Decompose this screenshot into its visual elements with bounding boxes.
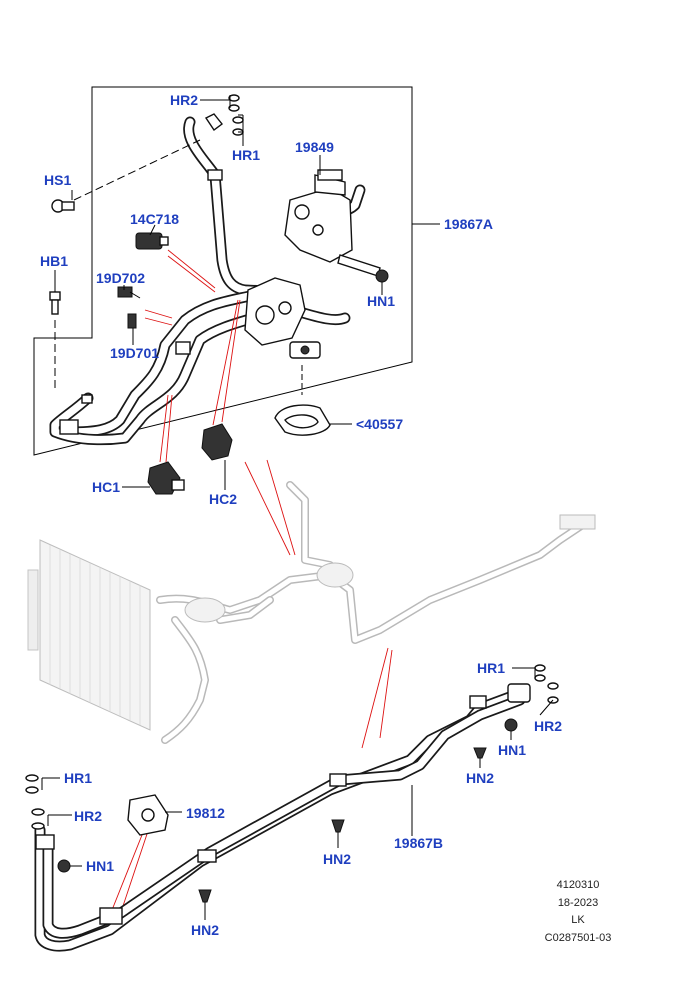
bolt-hs1 — [51, 199, 75, 213]
label-hn1-left[interactable]: HN1 — [86, 858, 114, 874]
label-19849[interactable]: 19849 — [295, 139, 334, 155]
o-rings-top — [204, 94, 244, 136]
drawing-reference-block: 4120310 18-2023 LK C0287501-03 — [518, 877, 638, 947]
clip-hn2-bottom — [198, 889, 212, 903]
leader-lines — [41, 95, 554, 920]
pipe-clip — [99, 907, 123, 925]
label-19d701[interactable]: 19D701 — [110, 345, 159, 361]
label-14c718[interactable]: 14C718 — [130, 211, 179, 227]
label-hr2-left[interactable]: HR2 — [74, 808, 102, 824]
bolt-hb1 — [49, 291, 61, 315]
ghost-condenser — [27, 539, 151, 731]
clip-hn2-mid — [331, 819, 345, 833]
nut-hn1-left — [57, 859, 71, 873]
label-hr1-top[interactable]: HR1 — [232, 147, 260, 163]
pipe-fitting — [59, 419, 79, 435]
ghost-components — [184, 514, 596, 623]
pipe-fitting — [35, 834, 55, 850]
label-hr1-left[interactable]: HR1 — [64, 770, 92, 786]
label-hn1-right[interactable]: HN1 — [498, 742, 526, 758]
drawing-id: C0287501-03 — [544, 931, 612, 944]
pipe-clip — [175, 341, 191, 355]
drawing-date-code: 18-2023 — [557, 896, 599, 909]
bracket-19812 — [127, 794, 169, 836]
ghost-pipes — [156, 481, 594, 744]
label-19867b[interactable]: 19867B — [394, 835, 443, 851]
connector-hc2 — [201, 423, 233, 461]
red-callouts-lower — [109, 647, 393, 916]
label-hr1-right[interactable]: HR1 — [477, 660, 505, 676]
accumulator-19849 — [284, 169, 381, 277]
gasket-40557 — [274, 404, 331, 436]
drawing-number: 4120310 — [556, 879, 600, 891]
drawing-model-code: LK — [571, 914, 585, 926]
part-labels: HR2 HR1 HS1 19849 14C718 19867A HB1 19D7… — [40, 92, 562, 938]
label-19812[interactable]: 19812 — [186, 805, 225, 821]
connector-hc1 — [147, 461, 185, 495]
label-hs1[interactable]: HS1 — [44, 172, 71, 188]
o-rings-left — [25, 774, 45, 830]
assembly-boundary-19867a — [33, 86, 413, 456]
lower-pipe-assembly-19867b — [34, 683, 531, 952]
pipe-fitting — [81, 394, 93, 404]
nut-hn1-right — [504, 718, 518, 732]
sensor-19d702 — [117, 286, 141, 299]
label-hn1-top[interactable]: HN1 — [367, 293, 395, 309]
label-hc1[interactable]: HC1 — [92, 479, 120, 495]
label-hn2-mid[interactable]: HN2 — [323, 851, 351, 867]
pipe-clip — [197, 849, 217, 863]
red-callouts-upper — [144, 249, 296, 556]
label-40557[interactable]: <40557 — [356, 416, 403, 432]
label-19d702[interactable]: 19D702 — [96, 270, 145, 286]
sensor-19d701 — [127, 313, 137, 329]
label-hb1[interactable]: HB1 — [40, 253, 68, 269]
label-hr2-right[interactable]: HR2 — [534, 718, 562, 734]
pipe-clip — [329, 773, 347, 787]
valve-block-upper — [244, 277, 321, 359]
label-hc2[interactable]: HC2 — [209, 491, 237, 507]
pressure-sensor-14c718 — [135, 232, 169, 250]
label-hr2-top[interactable]: HR2 — [170, 92, 198, 108]
label-19867a[interactable]: 19867A — [444, 216, 493, 232]
nut-hn1-top — [375, 269, 389, 283]
pipe-fitting — [507, 683, 531, 703]
label-hn2-right[interactable]: HN2 — [466, 770, 494, 786]
pipe-clip — [469, 695, 487, 709]
label-hn2-bottom[interactable]: HN2 — [191, 922, 219, 938]
pipe-clip — [207, 169, 223, 181]
o-rings-right — [534, 664, 559, 704]
clip-hn2-right — [473, 747, 487, 759]
